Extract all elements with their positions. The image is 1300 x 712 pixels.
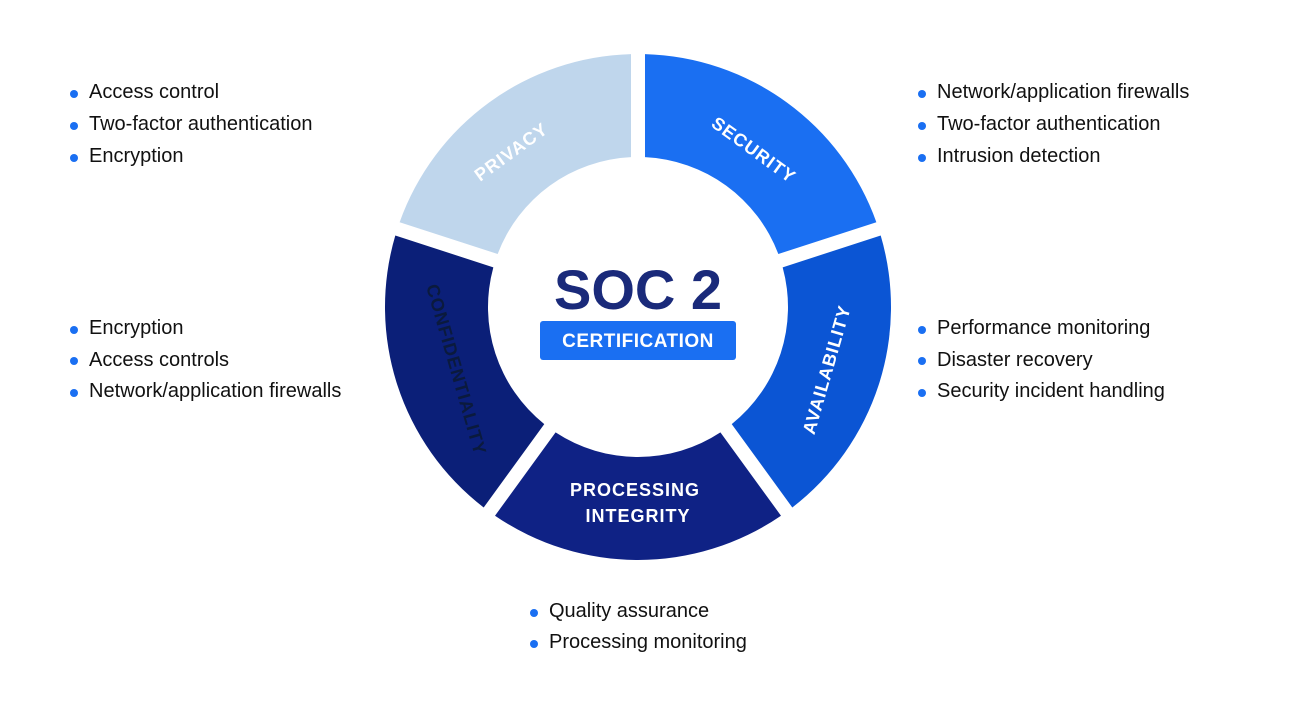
list-item: Access controls <box>70 346 341 378</box>
segment-availability <box>495 432 781 560</box>
list-item: Network/application firewalls <box>70 377 341 409</box>
segment-label-processing-line2: INTEGRITY <box>585 506 690 526</box>
segment-label-processing-line1: PROCESSING <box>570 480 700 500</box>
list-item: Disaster recovery <box>918 346 1165 378</box>
confidentiality-list: Encryption Access controls Network/appli… <box>70 314 341 409</box>
privacy-list: Access control Two-factor authentication… <box>70 78 312 174</box>
segment-processing <box>385 235 545 508</box>
certification-badge-text: CERTIFICATION <box>562 331 714 352</box>
segment-security <box>731 235 891 508</box>
processing-integrity-list: Quality assurance Processing monitoring <box>530 597 747 659</box>
list-item: Quality assurance <box>530 597 747 628</box>
segment-confidentiality <box>399 54 632 255</box>
center-title: SOC 2 <box>554 258 722 321</box>
list-item: Processing monitoring <box>530 628 747 659</box>
list-item: Access control <box>70 78 312 110</box>
list-item: Encryption <box>70 314 341 346</box>
list-item: Network/application firewalls <box>918 78 1189 110</box>
certification-badge <box>540 321 736 360</box>
list-item: Encryption <box>70 142 312 174</box>
list-item: Two-factor authentication <box>70 110 312 142</box>
segment-privacy <box>644 54 877 255</box>
availability-list: Performance monitoring Disaster recovery… <box>918 314 1165 409</box>
list-item: Two-factor authentication <box>918 110 1189 142</box>
list-item: Security incident handling <box>918 377 1165 409</box>
security-list: Network/application firewalls Two-factor… <box>918 78 1189 174</box>
list-item: Performance monitoring <box>918 314 1165 346</box>
list-item: Intrusion detection <box>918 142 1189 174</box>
